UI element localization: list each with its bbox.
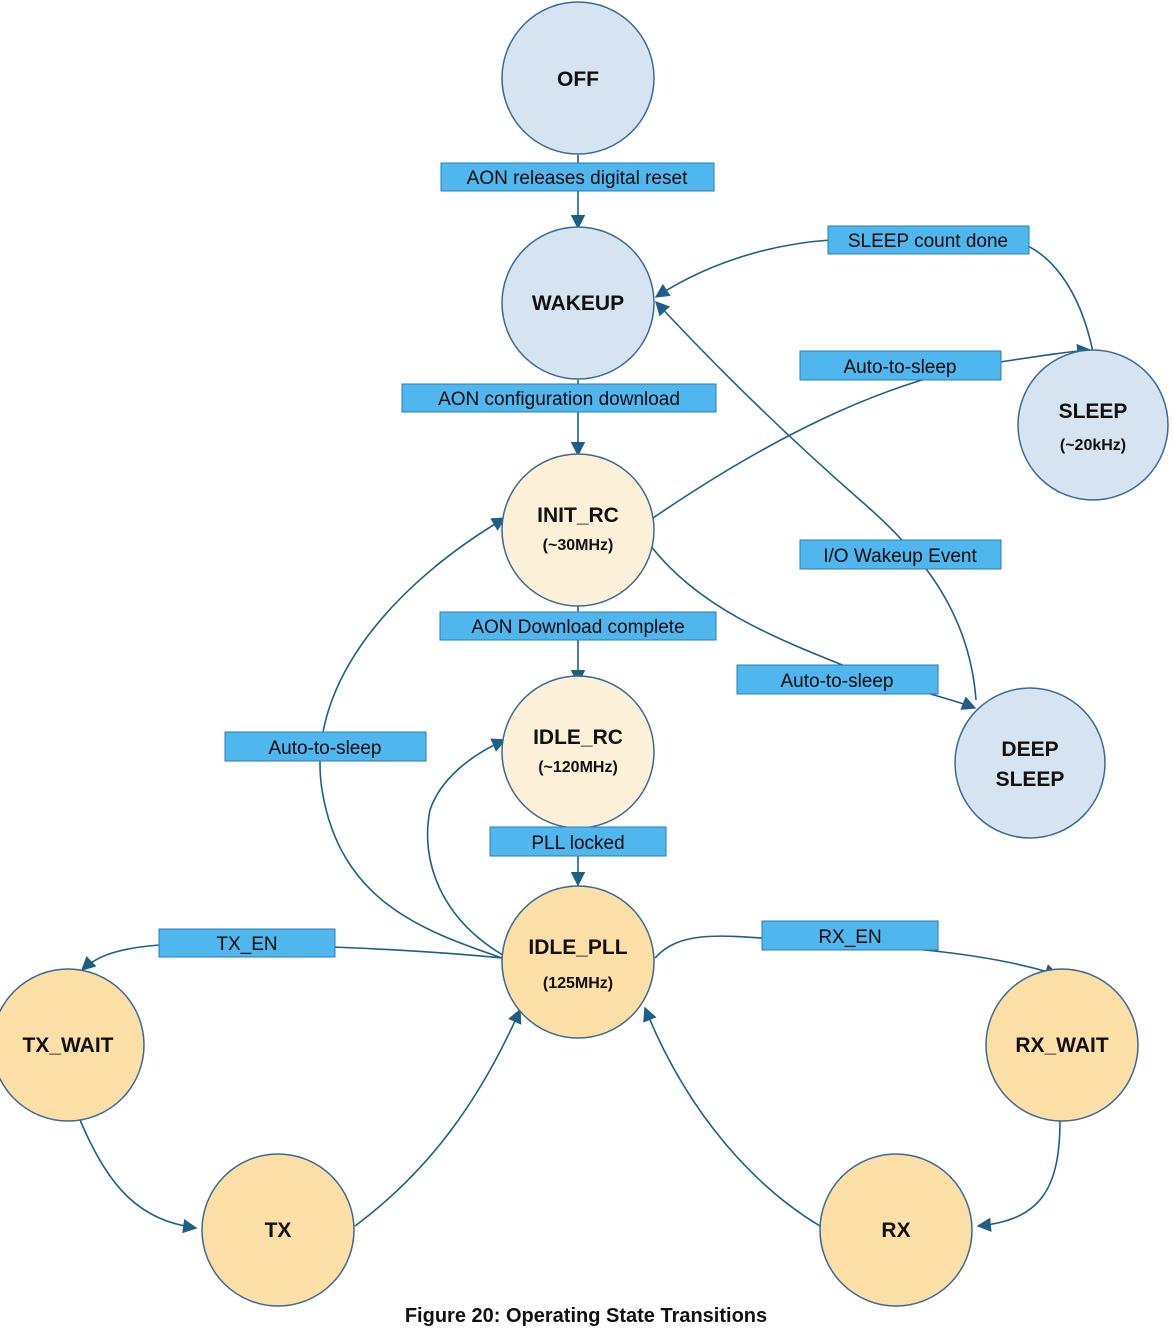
state-tx: TX <box>201 1153 355 1307</box>
state-idle-pll-frequency: (125MHz) <box>543 975 613 992</box>
edge-sleep-to-wakeup <box>654 239 1094 353</box>
state-tx-wait-label: TX_WAIT <box>22 1034 113 1057</box>
state-idle-pll-label: IDLE_PLL <box>528 936 627 959</box>
state-init-rc-label: INIT_RC <box>537 504 619 527</box>
label-aon-configuration-download-text: AON configuration download <box>438 389 680 410</box>
state-init-rc-frequency: (~30MHz) <box>543 537 614 554</box>
label-sleep-count-done: SLEEP count done <box>827 225 1030 255</box>
state-wakeup-label: WAKEUP <box>532 292 624 315</box>
edge-tx-wait-to-tx <box>79 1119 198 1234</box>
edge-rx-wait-to-rx <box>976 1119 1061 1232</box>
label-auto-to-sleep-deep: Auto-to-sleep <box>736 664 939 695</box>
label-auto-to-sleep-deep-text: Auto-to-sleep <box>780 671 893 692</box>
label-rx-en-text: RX_EN <box>818 927 881 948</box>
edge-idle-pll-to-init-rc <box>319 517 507 959</box>
edge-deep-sleep-to-wakeup <box>655 300 977 701</box>
state-idle-rc-label: IDLE_RC <box>533 726 623 749</box>
state-idle-pll: IDLE_PLL (125MHz) <box>501 885 655 1039</box>
label-rx-en: RX_EN <box>761 920 939 951</box>
state-idle-rc: IDLE_RC (~120MHz) <box>501 675 655 829</box>
edge-idle-pll-to-idle-rc <box>426 738 509 959</box>
state-deep-sleep-label-line2: SLEEP <box>996 768 1065 791</box>
state-wakeup: WAKEUP <box>501 226 655 380</box>
label-aon-download-complete: AON Download complete <box>439 611 717 641</box>
label-aon-releases-digital-reset-text: AON releases digital reset <box>467 168 688 189</box>
state-sleep: SLEEP (~20kHz) <box>1017 349 1169 501</box>
label-auto-to-sleep-left-text: Auto-to-sleep <box>268 738 381 759</box>
label-aon-configuration-download: AON configuration download <box>401 383 717 413</box>
state-tx-wait: TX_WAIT <box>0 968 145 1122</box>
label-aon-releases-digital-reset: AON releases digital reset <box>440 162 715 192</box>
label-io-wakeup-event: I/O Wakeup Event <box>799 539 1002 570</box>
state-sleep-label: SLEEP <box>1059 400 1128 423</box>
label-auto-to-sleep-left: Auto-to-sleep <box>224 731 427 762</box>
state-rx-label: RX <box>881 1219 910 1242</box>
edge-init-rc-to-deep-sleep <box>649 544 977 710</box>
label-auto-to-sleep-sleep: Auto-to-sleep <box>799 350 1002 381</box>
state-idle-rc-frequency: (~120MHz) <box>538 759 618 776</box>
label-pll-locked: PLL locked <box>489 826 667 857</box>
state-off: OFF <box>501 1 655 155</box>
edge-tx-to-idle-pll <box>354 1008 522 1227</box>
state-rx-wait: RX_WAIT <box>985 968 1139 1122</box>
label-aon-download-complete-text: AON Download complete <box>471 617 684 638</box>
state-rx-wait-label: RX_WAIT <box>1015 1034 1109 1057</box>
label-tx-en: TX_EN <box>158 928 336 958</box>
label-tx-en-text: TX_EN <box>216 934 277 955</box>
state-deep-sleep: DEEP SLEEP <box>954 687 1106 839</box>
label-io-wakeup-event-text: I/O Wakeup Event <box>823 546 977 567</box>
label-auto-to-sleep-sleep-text: Auto-to-sleep <box>843 357 956 378</box>
label-sleep-count-done-text: SLEEP count done <box>848 231 1008 252</box>
label-pll-locked-text: PLL locked <box>531 833 624 854</box>
state-deep-sleep-label-line1: DEEP <box>1001 738 1058 761</box>
states: OFF WAKEUP SLEEP (~20kHz) INIT_RC (~30MH… <box>0 1 1169 1307</box>
figure-caption: Figure 20: Operating State Transitions <box>405 1305 767 1327</box>
state-sleep-frequency: (~20kHz) <box>1060 437 1126 454</box>
state-off-label: OFF <box>557 68 599 91</box>
state-tx-label: TX <box>265 1219 292 1242</box>
transition-labels: AON releases digital reset SLEEP count d… <box>158 162 1030 958</box>
state-init-rc: INIT_RC (~30MHz) <box>501 453 655 607</box>
state-rx: RX <box>819 1153 973 1307</box>
edge-rx-to-idle-pll <box>643 1006 821 1227</box>
